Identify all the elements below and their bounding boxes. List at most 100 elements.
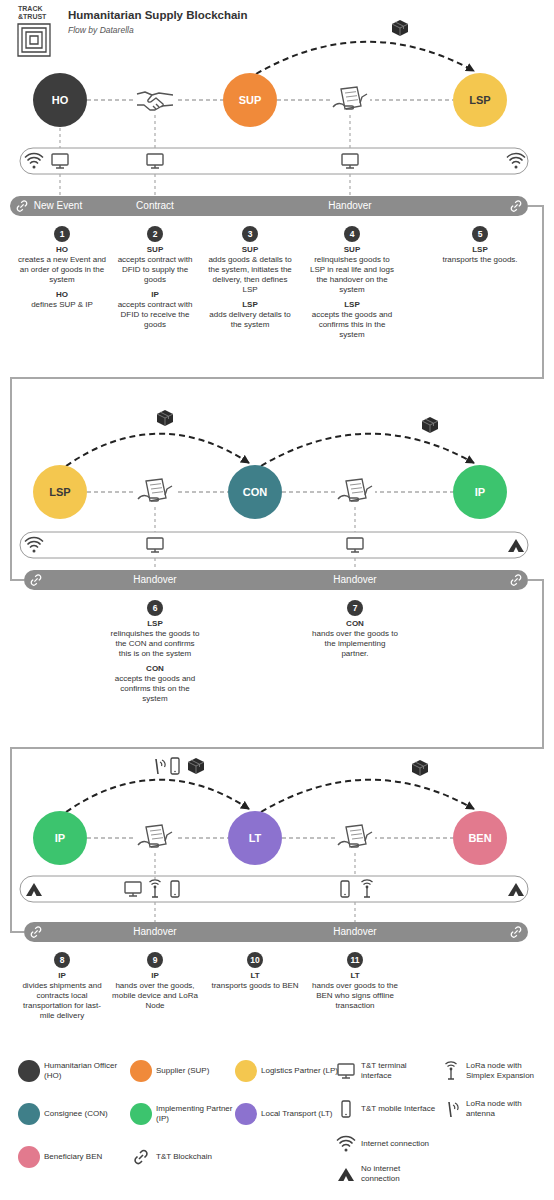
terminal-band — [20, 532, 528, 558]
chain-icon — [511, 201, 520, 211]
step-column: 5LSPtransports the goods. — [435, 226, 525, 270]
role-circle: LSP — [453, 73, 507, 127]
step-actor: SUP — [307, 245, 397, 255]
callout-number: 3 — [242, 226, 258, 242]
terminal-icon — [147, 538, 163, 552]
role-circle: LSP — [33, 465, 87, 519]
legend-text: Logistics Partner (LP) — [261, 1060, 339, 1082]
connector — [261, 780, 474, 812]
legend-text: Local Transport (LT) — [261, 1103, 339, 1125]
handover-icon — [335, 477, 375, 507]
step-column: 9IPhands over the goods, mobile device a… — [110, 952, 200, 1016]
role-circle: IP — [453, 465, 507, 519]
goods-box — [422, 417, 438, 433]
chain-icon — [31, 927, 40, 937]
role-name: LT — [249, 832, 262, 844]
antenna-icon — [156, 759, 165, 774]
step-column: 6LSPrelinquishes the goods to the CON an… — [110, 600, 200, 709]
event-name: Contract — [136, 200, 174, 212]
goods-box — [392, 20, 408, 36]
terminal-icon — [347, 538, 363, 552]
step-text: creates a new Event and an order of good… — [17, 255, 107, 285]
goods-box — [157, 410, 173, 426]
terminal-band — [20, 148, 528, 174]
step-text: transports goods to BEN — [210, 981, 300, 991]
handshake-icon — [135, 85, 175, 115]
terminal-band — [20, 876, 528, 902]
leader-line — [60, 115, 350, 196]
terminal-icon — [342, 154, 358, 168]
step-column: 11LThands over goods to the BEN who sign… — [310, 952, 400, 1016]
legend-lora-icon — [446, 1062, 457, 1079]
step-actor: IP — [17, 971, 107, 981]
step-text: relinquishes goods to LSP in real life a… — [307, 255, 397, 295]
connector — [11, 206, 543, 580]
event-name: Handover — [333, 574, 376, 586]
step-column: 3SUPadds goods & details to the system, … — [205, 226, 295, 335]
event-name: Handover — [328, 200, 371, 212]
step-text: defines SUP & IP — [17, 300, 107, 310]
step-text: divides shipments and contracts local tr… — [17, 981, 107, 1021]
handover-icon — [135, 477, 175, 507]
legend-no-internet-icon — [338, 1168, 354, 1181]
legend-text: Internet connection — [361, 1133, 439, 1155]
step-text: relinquishes the goods to the CON and co… — [110, 629, 200, 659]
step-actor: LSP — [307, 300, 397, 310]
step-column: 2SUPaccepts contract with DFID to supply… — [110, 226, 200, 335]
step-text: accepts contract with DFID to receive th… — [110, 300, 200, 330]
legend-text: LoRa node with antenna — [466, 1098, 552, 1120]
legend-swatch — [18, 1146, 40, 1168]
callout-number: 6 — [147, 600, 163, 616]
chain-icon — [31, 575, 40, 585]
step-actor: LSP — [205, 300, 295, 310]
role-name: BEN — [468, 832, 491, 844]
chain-icon — [511, 927, 520, 937]
connector — [66, 434, 249, 466]
legend-phone-icon — [342, 1101, 350, 1117]
logo-text: &TRUST — [18, 13, 46, 20]
diagram-title: Humanitarian Supply Blockchain — [68, 9, 248, 21]
blockchain-band — [24, 922, 528, 942]
callout-number: 8 — [54, 952, 70, 968]
step-actor: IP — [110, 971, 200, 981]
logo-maze — [18, 24, 50, 56]
step-text: hands over the goods, mobile device and … — [110, 981, 200, 1011]
role-name: IP — [55, 832, 65, 844]
legend-text: No internet connection — [361, 1163, 439, 1185]
legend-text: Humanitarian Officer (HO) — [44, 1060, 122, 1082]
step-column: 1HOcreates a new Event and an order of g… — [17, 226, 107, 315]
legend-text: Beneficiary BEN — [44, 1146, 122, 1168]
role-name: IP — [475, 486, 485, 498]
phone-icon — [341, 881, 349, 897]
legend-swatch — [130, 1103, 152, 1125]
role-circle: HO — [33, 73, 87, 127]
role-circle: IP — [33, 811, 87, 865]
role-circle: SUP — [223, 73, 277, 127]
step-column: 7CONhands over the goods to the implemen… — [310, 600, 400, 664]
step-column: 8IPdivides shipments and contracts local… — [17, 952, 107, 1026]
legend-terminal-icon — [338, 1064, 354, 1078]
legend-swatch — [18, 1103, 40, 1125]
role-circle: CON — [228, 465, 282, 519]
terminal-icon — [125, 882, 141, 896]
role-circle: BEN — [453, 811, 507, 865]
legend-swatch — [18, 1060, 40, 1082]
role-name: HO — [52, 94, 69, 106]
goods-box — [188, 758, 204, 774]
legend-antenna-icon — [449, 1102, 458, 1117]
step-text: transports the goods. — [435, 255, 525, 265]
connector — [66, 780, 249, 812]
role-name: SUP — [239, 94, 262, 106]
role-circle: LT — [228, 811, 282, 865]
event-name: Handover — [133, 926, 176, 938]
legend-swatch — [130, 1060, 152, 1082]
legend-swatch — [235, 1103, 257, 1125]
legend-wifi-icon — [337, 1136, 355, 1151]
step-actor: LSP — [110, 619, 200, 629]
logo-text: TRACK — [18, 5, 43, 12]
legend-text: T&T mobile Interface — [361, 1098, 439, 1120]
blockchain-band: HandoverHandover — [24, 570, 528, 590]
callout-number: 11 — [347, 952, 363, 968]
lora-icon — [150, 880, 161, 897]
connector — [256, 42, 474, 74]
